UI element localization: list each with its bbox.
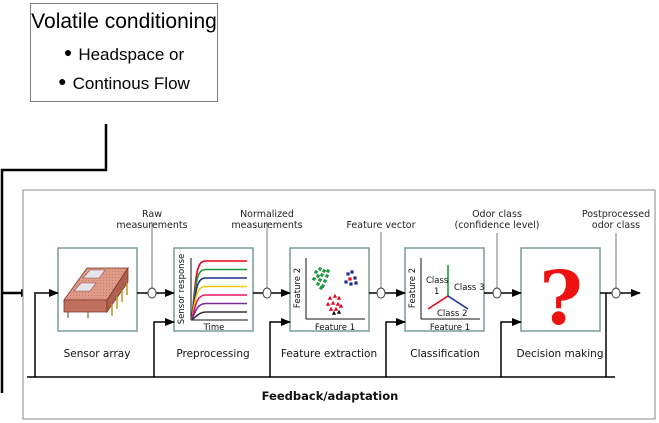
- feature-x-label: Feature 1: [315, 323, 355, 333]
- cluster-point-blue: [349, 282, 353, 286]
- cluster-point-green: [317, 277, 323, 283]
- cluster-point-red: [338, 303, 344, 308]
- signal-label-normalized-2: measurements: [231, 220, 302, 231]
- feedback-path-feature-extraction: [269, 318, 291, 377]
- cluster-point-green: [321, 268, 327, 274]
- signal-label-odor-class-2: (confidence level): [454, 220, 539, 231]
- signal-tap-normalized: [262, 222, 272, 299]
- cluster-point-red: [336, 295, 342, 300]
- response-curve: [191, 311, 247, 320]
- cluster-point-blue: [353, 276, 357, 280]
- feedback-path-classification: [385, 318, 406, 377]
- cluster-point-blue: [344, 280, 348, 284]
- cluster-point-red: [333, 306, 339, 311]
- cluster-point-blue: [354, 281, 358, 285]
- class-3-label: Class 3: [454, 283, 484, 293]
- signal-label-postprocessed-1: Postprocessed: [582, 209, 650, 220]
- bullet-icon: ●: [58, 73, 67, 89]
- cluster-point-red: [330, 300, 336, 305]
- signal-label-normalized-1: Normalized: [240, 209, 294, 220]
- feedback-path-preprocessing: [153, 318, 175, 377]
- preprocessing-y-label: Sensor response: [177, 254, 187, 324]
- response-curve: [191, 294, 247, 320]
- cluster-point-green: [315, 273, 321, 279]
- cluster-point-green: [325, 268, 331, 274]
- cluster-point-blue: [348, 277, 352, 281]
- question-mark-icon: ?: [539, 256, 582, 342]
- cluster-point-green: [322, 278, 328, 284]
- stage-label-classification: Classification: [410, 348, 479, 360]
- cluster-point-blue: [346, 272, 350, 276]
- feedback-path-decision-making: [500, 318, 522, 377]
- preprocessing-plot: Sensor response Time: [177, 254, 248, 333]
- boundary-red: [427, 295, 449, 310]
- cluster-point-black: [331, 310, 337, 315]
- cluster-point-black: [336, 309, 342, 314]
- boundary-blue: [447, 295, 469, 310]
- cluster-point-green: [318, 285, 324, 291]
- stage-label-sensor-array: Sensor array: [64, 348, 131, 360]
- class-x-label: Feature 1: [430, 323, 470, 333]
- classification-plot: Feature 2 Feature 1 Class 1 Class 3 Clas…: [408, 258, 484, 333]
- conditioning-connector: [0, 124, 108, 393]
- volatile-conditioning-title: Volatile conditioning: [31, 10, 217, 33]
- class-1-number: 1: [434, 287, 439, 297]
- cluster-point-blue: [350, 270, 354, 274]
- cluster-point-red: [335, 301, 341, 306]
- sensor-chip-icon: [63, 266, 129, 318]
- bullet-icon: ●: [63, 44, 73, 60]
- preprocessing-x-label: Time: [203, 323, 225, 333]
- bullet-headspace: ●Headspace or: [63, 44, 185, 64]
- signal-label-feature-vector: Feature vector: [346, 220, 415, 231]
- signal-tap-feature-vector: [376, 232, 386, 299]
- signal-label-odor-class-1: Odor class: [472, 209, 522, 220]
- feature-y-label: Feature 2: [293, 268, 303, 308]
- signal-tap-raw: [147, 222, 157, 299]
- signal-tap-postprocessed: [611, 233, 621, 299]
- volatile-conditioning-box: Volatile conditioning ●Headspace or ●Con…: [30, 3, 218, 102]
- bullet-continuous-flow: ●Continous Flow: [58, 73, 190, 93]
- cluster-point-green: [317, 266, 323, 272]
- stage-box-feature-extraction: [289, 247, 370, 332]
- feature-extraction-plot: Feature 2 Feature 1: [293, 258, 365, 333]
- cluster-point-red: [328, 306, 334, 311]
- signal-label-raw-2: measurements: [116, 220, 187, 231]
- stage-label-decision-making: Decision making: [516, 348, 603, 360]
- signal-label-postprocessed-2: odor class: [592, 220, 640, 231]
- cluster-point-green: [319, 272, 325, 278]
- cluster-point-green: [313, 269, 319, 275]
- stage-label-preprocessing: Preprocessing: [176, 348, 249, 360]
- signal-label-raw-1: Raw: [142, 209, 162, 220]
- cluster-point-green: [315, 281, 321, 287]
- stage-label-feature-extraction: Feature extraction: [281, 348, 377, 360]
- class-y-label: Feature 2: [408, 268, 418, 308]
- signal-tap-odor-class: [492, 233, 502, 299]
- class-2-label: Class 2: [437, 309, 467, 319]
- feedback-adaptation-label: Feedback/adaptation: [262, 389, 399, 403]
- cluster-point-green: [324, 273, 330, 279]
- cluster-point-green: [311, 276, 317, 282]
- cluster-point-red: [327, 295, 333, 300]
- class-1-label: Class: [426, 276, 449, 286]
- response-curve: [191, 302, 247, 320]
- cluster-point-red: [325, 301, 331, 306]
- cluster-point-red: [332, 293, 338, 298]
